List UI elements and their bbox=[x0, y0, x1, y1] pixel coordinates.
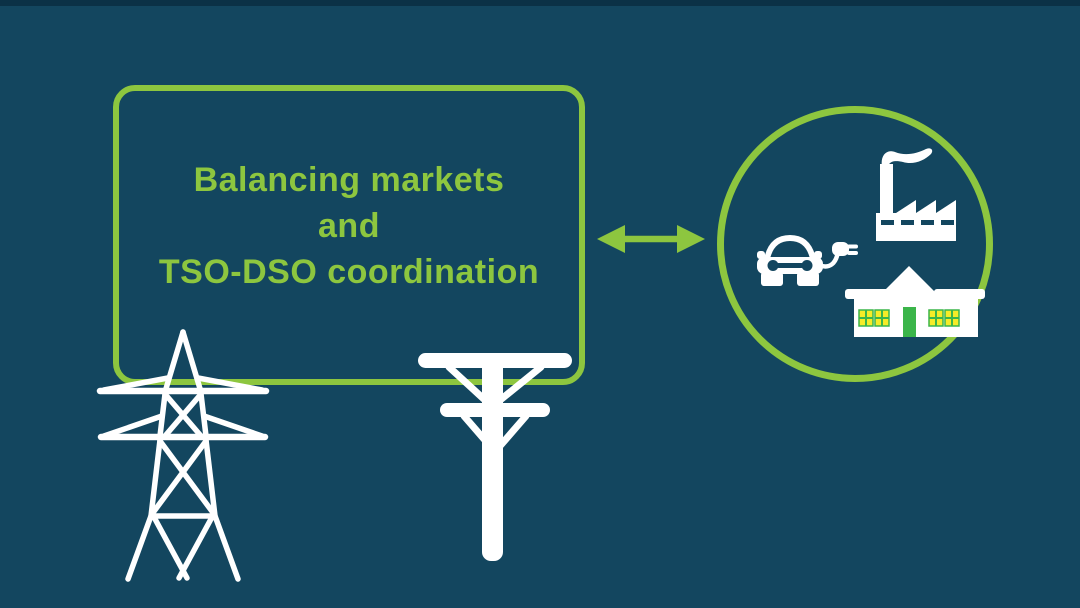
balancing-markets-title: Balancing markets and TSO-DSO coordinati… bbox=[113, 157, 585, 295]
double-arrow-icon bbox=[597, 225, 705, 253]
transmission-tower-icon bbox=[96, 329, 270, 582]
balancing-markets-box bbox=[113, 85, 585, 385]
house-icon bbox=[845, 266, 985, 337]
ev-car-plug-icon bbox=[757, 235, 858, 286]
title-line-1: Balancing markets bbox=[193, 161, 505, 199]
consumers-circle bbox=[717, 106, 993, 382]
title-line-2: and bbox=[318, 207, 380, 245]
house-windows bbox=[858, 309, 960, 327]
utility-pole-icon bbox=[418, 353, 572, 561]
top-edge-shadow bbox=[0, 0, 1080, 6]
factory-icon bbox=[876, 148, 956, 241]
house-door bbox=[903, 307, 916, 337]
title-line-3: TSO-DSO coordination bbox=[158, 253, 540, 291]
